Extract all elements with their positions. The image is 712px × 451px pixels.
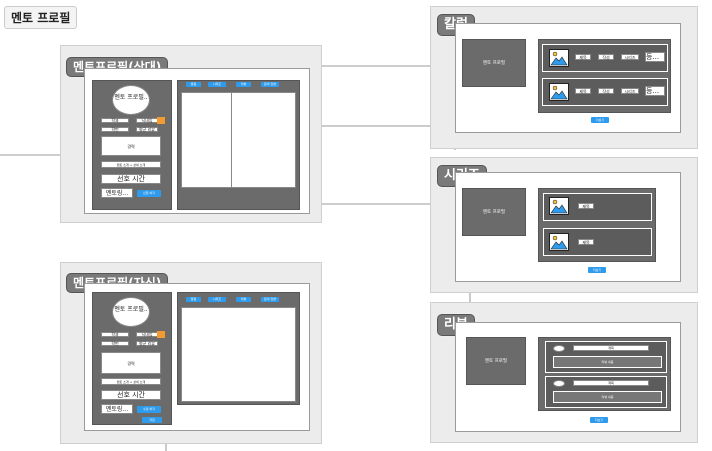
field-nickname: 닉네임 bbox=[136, 118, 158, 123]
self-tab-content-area bbox=[181, 307, 296, 402]
profile-public-avatar: 멘토 프로필.. bbox=[112, 85, 150, 115]
series-item-1-image-icon bbox=[549, 197, 569, 215]
field-preferred-time: 선호 시간 bbox=[101, 174, 161, 184]
self-field-career: 경력 bbox=[101, 352, 161, 374]
review-item-1-avatar bbox=[553, 345, 565, 352]
tab-series[interactable]: 시리즈 bbox=[208, 82, 226, 87]
self-tab-column[interactable]: 칼럼 bbox=[186, 297, 201, 302]
profile-self-avatar: 멘토 프로필.. bbox=[112, 297, 150, 327]
column-item-1-title: 제목 bbox=[575, 54, 591, 60]
series-item-2-image-icon bbox=[549, 233, 569, 251]
tab-inquiry[interactable]: 문의 답변 bbox=[261, 82, 279, 87]
self-field-student-id: 학번 bbox=[101, 341, 129, 346]
self-orange-marker bbox=[157, 331, 165, 338]
self-field-nickname: 닉네임 bbox=[136, 332, 158, 337]
review-more-button[interactable]: 더보기 bbox=[590, 417, 608, 423]
column-item-1-etc: 등... bbox=[645, 52, 665, 62]
column-item-1-author: 작성 bbox=[598, 54, 614, 60]
review-item-2-body: 리뷰 내용 bbox=[553, 391, 662, 403]
self-mentoring-label: 멘토링... bbox=[101, 404, 133, 414]
column-item-2-etc: 등... bbox=[645, 86, 665, 96]
field-intro: 멘토 소개 + 상세 소개 bbox=[101, 161, 161, 168]
column-more-button[interactable]: 더보기 bbox=[591, 117, 609, 123]
tab-content-area bbox=[181, 92, 296, 188]
self-tab-series[interactable]: 시리즈 bbox=[208, 297, 226, 302]
column-item-2-author: 작성 bbox=[598, 88, 614, 94]
field-career: 경력 bbox=[101, 136, 161, 156]
apply-button[interactable]: 신청 하기 bbox=[137, 190, 161, 197]
self-tab-review[interactable]: 리뷰 bbox=[236, 297, 251, 302]
mentoring-label: 멘토링... bbox=[101, 188, 133, 198]
tab-review[interactable]: 리뷰 bbox=[236, 82, 251, 87]
review-item-1-title: 제목 bbox=[573, 345, 649, 351]
column-item-2-image-icon bbox=[549, 83, 569, 101]
field-department: 학과 bbox=[101, 118, 129, 123]
field-student-id: 학번 bbox=[101, 127, 129, 132]
review-item-2-title: 제목 bbox=[573, 380, 649, 386]
self-field-department: 학과 bbox=[101, 332, 129, 337]
tab-column[interactable]: 칼럼 bbox=[186, 82, 201, 87]
content-divider bbox=[231, 92, 232, 188]
save-button[interactable]: 저장 bbox=[142, 417, 162, 423]
series-item-1-title: 제목 bbox=[578, 203, 594, 209]
column-item-1-series: 시리즈 bbox=[621, 54, 639, 60]
series-profile-box: 멘토 프로필 bbox=[462, 188, 526, 236]
column-item-1-image-icon bbox=[549, 49, 569, 67]
series-item-2-title: 제목 bbox=[578, 239, 594, 245]
orange-marker bbox=[157, 117, 165, 124]
page-title: 멘토 프로필 bbox=[4, 6, 78, 29]
review-item-2-avatar bbox=[553, 380, 565, 387]
review-profile-box: 멘토 프로필 bbox=[466, 337, 526, 385]
review-item-1-body: 리뷰 내용 bbox=[553, 356, 662, 368]
series-more-button[interactable]: 더보기 bbox=[588, 267, 606, 273]
edit-button[interactable]: 수정 하기 bbox=[137, 406, 161, 413]
column-item-2-title: 제목 bbox=[575, 88, 591, 94]
self-field-preferred-time: 선호 시간 bbox=[101, 390, 161, 400]
field-avg-review: 평균 리뷰 bbox=[136, 127, 158, 132]
self-tab-inquiry[interactable]: 문의 답변 bbox=[261, 297, 279, 302]
self-field-avg-review: 평균 리뷰 bbox=[136, 341, 158, 346]
column-profile-box: 멘토 프로필 bbox=[462, 39, 526, 87]
column-item-2-series: 시리즈 bbox=[621, 88, 639, 94]
self-field-intro: 멘토 소개 + 상세 소개 bbox=[101, 378, 161, 385]
